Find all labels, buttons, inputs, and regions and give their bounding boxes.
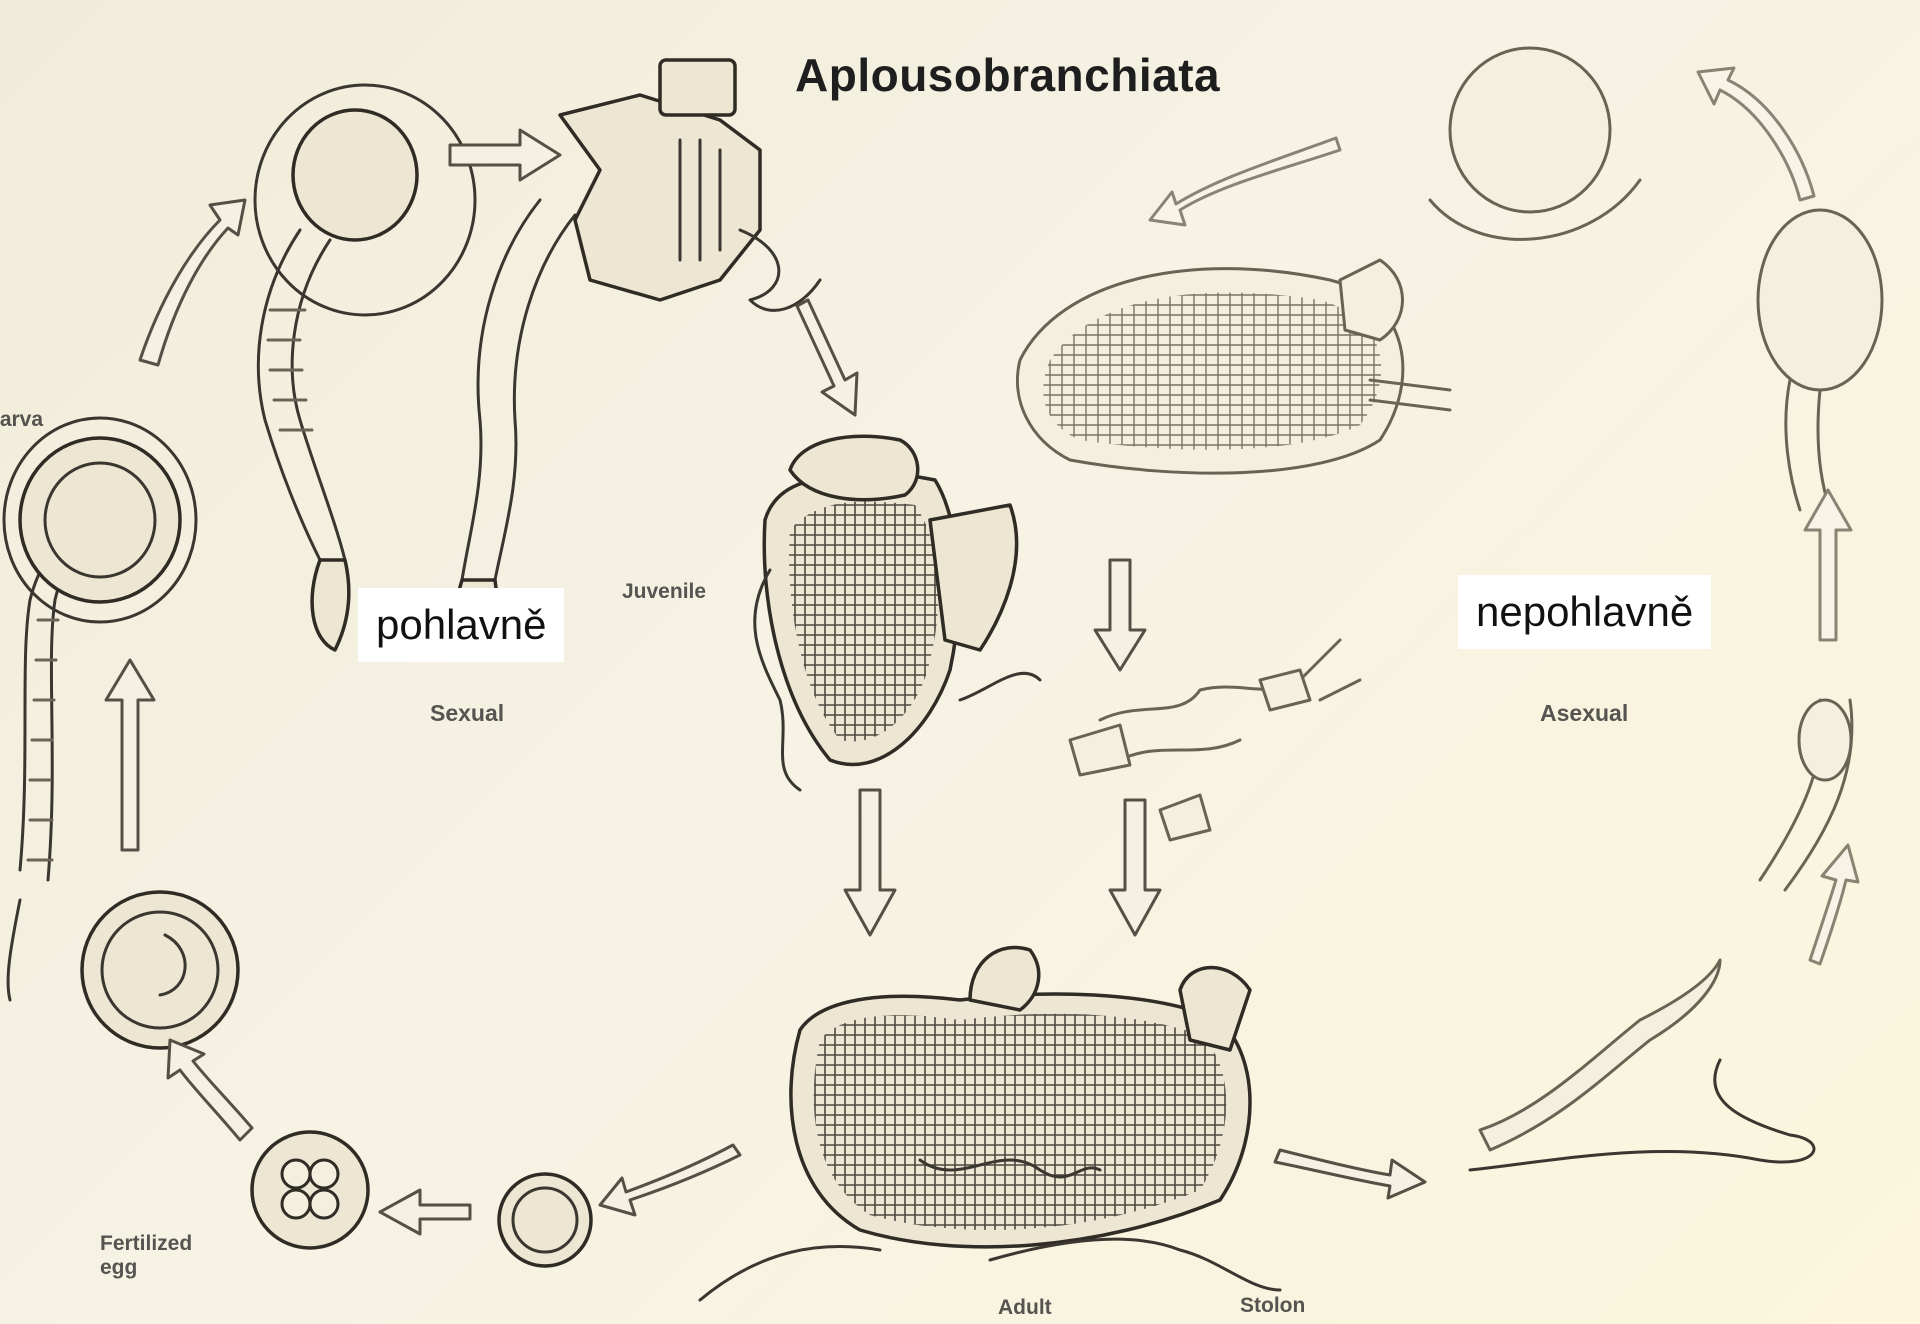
tadpole-larva (255, 85, 475, 650)
larva-label: larva (0, 408, 43, 432)
asexual-label: Asexual (1540, 700, 1628, 726)
egg-stages (82, 892, 591, 1266)
sexual-label: Sexual (430, 700, 504, 726)
sexual-overlay-label: pohlavně (358, 588, 564, 662)
adult-colony (700, 947, 1280, 1300)
stolon-label: Stolon (1240, 1294, 1305, 1318)
asexual-overlay-label: nepohlavně (1458, 575, 1711, 649)
fertilized-egg-label: Fertilized egg (100, 1232, 210, 1280)
adult-label: Adult (998, 1296, 1052, 1320)
juvenile-label: Juvenile (622, 580, 706, 604)
juvenile-zooid (755, 436, 1040, 790)
diagram-title: Aplousobranchiata (795, 48, 1220, 102)
